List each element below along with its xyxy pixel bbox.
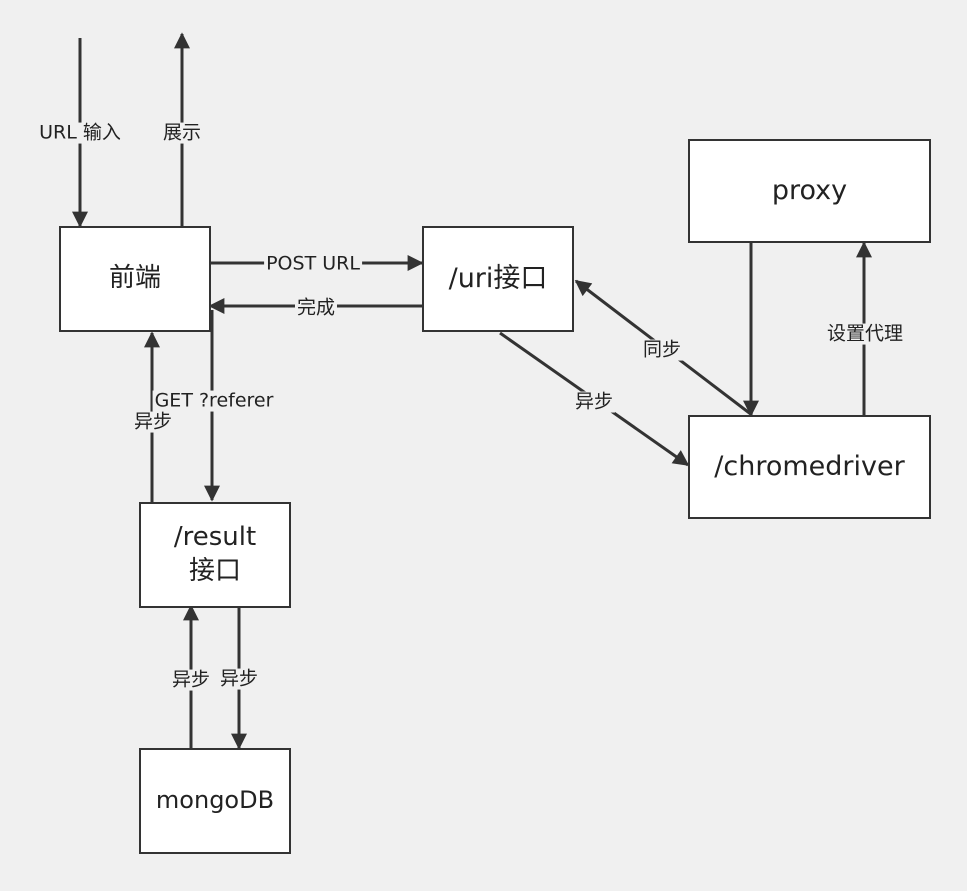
- node-chromedriver: /chromedriver: [688, 415, 931, 519]
- node-uri-api: /uri接口: [422, 226, 574, 332]
- node-result-api: /result 接口: [139, 502, 291, 608]
- edge-label-async-mongo-result: 异步: [169, 668, 213, 691]
- node-proxy-label: proxy: [771, 175, 848, 207]
- edge-label-get-referer: GET ?referer: [152, 389, 276, 412]
- edge-label-display: 展示: [160, 121, 204, 144]
- edge-label-async-result-frontend: 异步: [131, 410, 175, 433]
- node-proxy: proxy: [688, 139, 931, 243]
- edge-label-sync: 同步: [640, 338, 684, 361]
- node-frontend-label: 前端: [108, 263, 161, 294]
- edge-label-async-uri-chrome: 异步: [572, 390, 616, 413]
- edge-label-post-url: POST URL: [264, 252, 362, 275]
- edge-label-url-input: URL 输入: [37, 121, 123, 144]
- node-mongodb: mongoDB: [139, 748, 291, 854]
- node-mongodb-label: mongoDB: [155, 786, 275, 815]
- node-result-api-label: /result 接口: [173, 522, 257, 586]
- edge-label-done: 完成: [294, 296, 338, 319]
- edge-label-set-proxy: 设置代理: [824, 322, 906, 345]
- node-frontend: 前端: [59, 226, 211, 332]
- node-uri-api-label: /uri接口: [448, 263, 548, 295]
- edge-label-async-result-mongo: 异步: [217, 667, 261, 690]
- node-chromedriver-label: /chromedriver: [714, 451, 905, 483]
